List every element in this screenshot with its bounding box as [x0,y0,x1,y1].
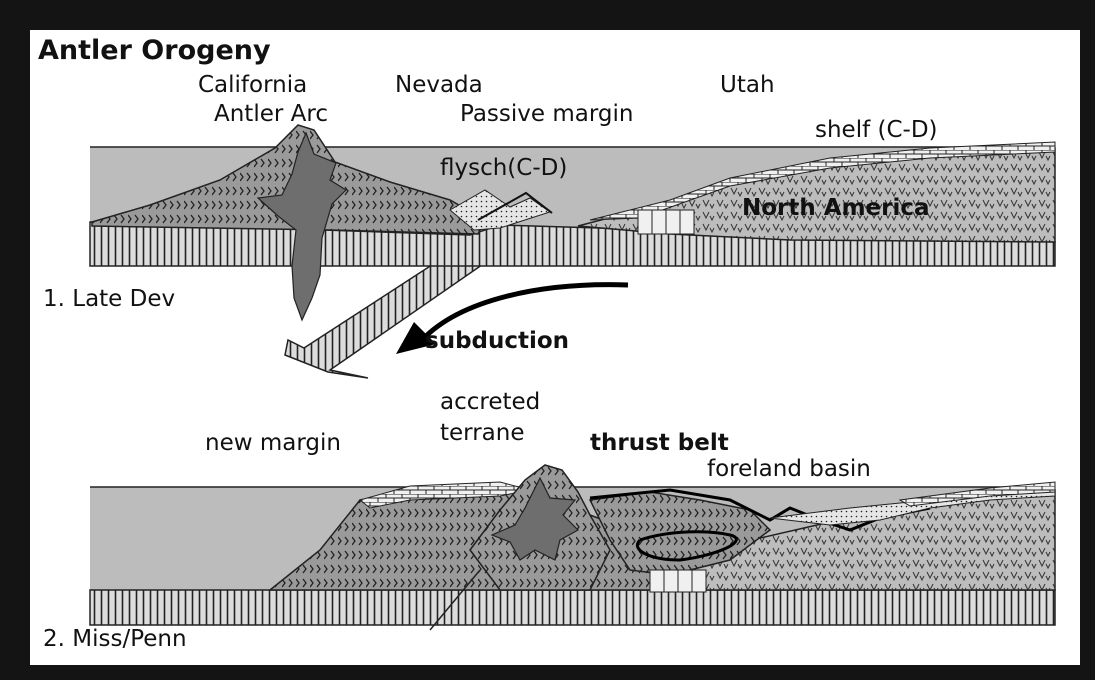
label-california: California [198,74,307,97]
label-north-america: North America [742,197,930,220]
label-nevada: Nevada [395,74,483,97]
panel-2-miss-penn [90,465,1055,630]
fault-blocks-2 [650,570,706,592]
label-foreland-basin: foreland basin [707,458,871,481]
label-accreted: accreted [440,391,540,414]
label-flysch: flysch(C-D) [440,157,567,180]
label-new-margin: new margin [205,432,341,455]
label-utah: Utah [720,74,775,97]
fault-blocks-1 [638,210,694,234]
label-passive-margin: Passive margin [460,103,633,126]
lithosphere-2 [90,590,1055,625]
label-stage-1: 1. Late Dev [43,288,175,311]
label-shelf: shelf (C-D) [815,119,938,142]
label-terrane: terrane [440,422,525,445]
label-antler-arc: Antler Arc [214,103,328,126]
label-subduction: subduction [425,330,569,353]
label-stage-2: 2. Miss/Penn [43,628,187,651]
diagram-title: Antler Orogeny [38,37,271,64]
label-thrust-belt: thrust belt [590,432,729,455]
panel-1-late-devonian [90,125,1055,378]
diagram-panel: Antler Orogeny California Nevada Utah An… [30,30,1080,665]
